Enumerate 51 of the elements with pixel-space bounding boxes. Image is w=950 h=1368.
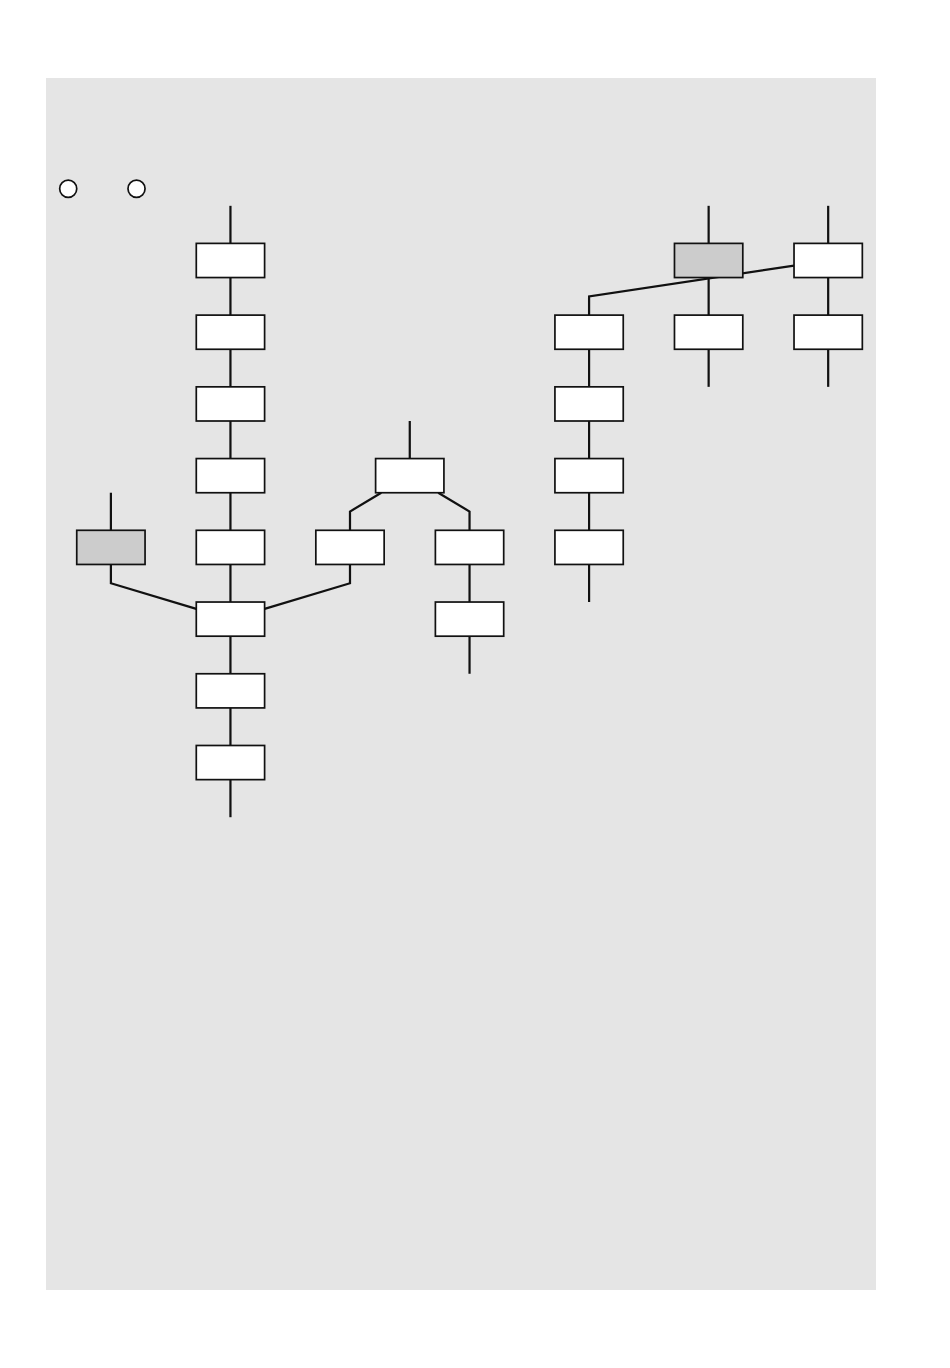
process-box bbox=[195, 744, 266, 781]
connector-line bbox=[827, 349, 830, 387]
connector-line bbox=[229, 492, 232, 531]
start-box bbox=[75, 529, 146, 566]
connector-line bbox=[588, 349, 591, 387]
connector-line bbox=[827, 277, 830, 316]
connector-line bbox=[707, 349, 710, 387]
process-box bbox=[195, 314, 266, 351]
process-box bbox=[195, 386, 266, 422]
start-box bbox=[673, 242, 744, 279]
process-box bbox=[195, 242, 266, 279]
connector-line bbox=[229, 636, 232, 674]
connector-line bbox=[229, 277, 232, 316]
connector-line bbox=[229, 564, 232, 603]
connector-line bbox=[229, 779, 232, 818]
process-box bbox=[793, 314, 864, 351]
connector-line bbox=[707, 277, 710, 316]
connector-line bbox=[588, 564, 591, 603]
process-box bbox=[195, 672, 266, 709]
connector-line bbox=[468, 564, 471, 603]
connector-line bbox=[588, 264, 795, 316]
process-box bbox=[554, 386, 625, 422]
connector-line bbox=[408, 421, 411, 459]
connector-line bbox=[229, 421, 232, 459]
connector-line bbox=[588, 492, 591, 531]
step-circle bbox=[58, 179, 78, 199]
process-box bbox=[434, 529, 505, 566]
connector-line bbox=[109, 492, 112, 531]
connector-line bbox=[229, 707, 232, 746]
process-box bbox=[554, 529, 625, 566]
connector-line bbox=[109, 564, 197, 610]
connector-line bbox=[437, 491, 471, 531]
connector-line bbox=[229, 205, 232, 244]
process-box bbox=[195, 601, 266, 638]
process-box bbox=[434, 601, 505, 638]
process-box bbox=[793, 242, 864, 279]
process-box bbox=[673, 314, 744, 351]
process-box bbox=[554, 457, 625, 494]
process-box bbox=[195, 457, 266, 494]
process-box bbox=[195, 529, 266, 566]
connector-line bbox=[264, 564, 352, 610]
connector-line bbox=[827, 205, 830, 244]
process-box bbox=[554, 314, 625, 351]
connector-line bbox=[707, 205, 710, 244]
process-box bbox=[315, 529, 385, 566]
connector-line bbox=[588, 421, 591, 459]
process-box bbox=[374, 457, 445, 494]
connector-line bbox=[348, 491, 382, 531]
step-circle bbox=[127, 179, 146, 199]
connector-line bbox=[229, 349, 232, 387]
connector-line bbox=[468, 636, 471, 674]
